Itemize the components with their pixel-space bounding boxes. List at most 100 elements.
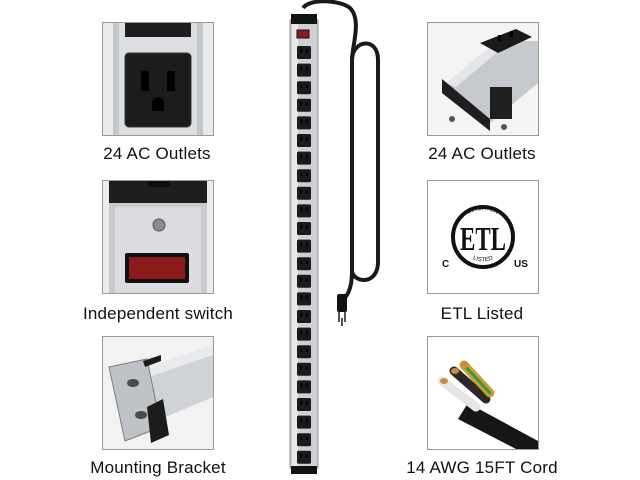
outlet-slot: [300, 101, 303, 106]
outlet-slot: [300, 66, 303, 71]
outlet-slot: [306, 436, 308, 441]
bracket-image: [103, 337, 213, 449]
strip-outlet-icon: [297, 415, 311, 429]
strip-outlet-icon: [297, 433, 311, 447]
etl-bottom-text: LISTED: [472, 255, 494, 263]
power-cord-loop: [350, 41, 380, 282]
cord-panel: [427, 336, 539, 450]
caption-outlets-right: 24 AC Outlets: [428, 144, 536, 163]
etl-right-text: US: [514, 259, 528, 270]
caption-outlets-left: 24 AC Outlets: [103, 144, 211, 163]
strip-switch-icon: [296, 29, 310, 39]
strip-outlet-icon: [297, 310, 311, 323]
outlet-slot: [306, 383, 308, 388]
outlet-slot: [306, 330, 308, 335]
outlet-slot: [306, 101, 308, 106]
outlet-slot: [306, 207, 308, 212]
strip-outlet-icon: [297, 292, 311, 306]
outlet-slot: [300, 313, 303, 317]
strip-outlet-icon: [297, 134, 311, 147]
strip-outlet-icon: [297, 327, 311, 341]
switch-image: [103, 181, 213, 293]
outlet-slot: [300, 137, 303, 141]
etl-left-text: C: [442, 259, 449, 270]
strip-outlet-icon: [297, 169, 311, 183]
outlet-slot: [306, 453, 308, 458]
etl-top-text: INTERTEK: [467, 206, 499, 216]
outlet-slot: [300, 84, 303, 89]
outlet-slot: [306, 295, 308, 300]
outlet-slot: [306, 225, 308, 229]
strip-outlet-icon: [297, 239, 311, 253]
outlet-slot: [300, 49, 303, 53]
outlet-slot: [306, 84, 308, 89]
red-switch-icon: [129, 257, 185, 279]
endcap-image: [428, 23, 538, 135]
outlet-slot: [306, 277, 308, 282]
outlet-slot: [306, 172, 308, 177]
upper-outlet-edge: [125, 23, 191, 37]
strip-outlet-icon: [297, 398, 311, 411]
outlet-slot: [300, 207, 303, 212]
outlet-slot: [300, 189, 303, 194]
outlet-slot: [306, 137, 308, 141]
strip-outlet-icon: [297, 81, 311, 95]
outlet-slot: [300, 418, 303, 423]
outlet-slot: [306, 66, 308, 71]
etl-panel: INTERTEK LISTED ETL C US: [427, 180, 539, 294]
strip-bottom-cap: [291, 466, 317, 474]
strip-outlet-icon: [297, 46, 311, 59]
outlet-slot: [300, 330, 303, 335]
outlet-slot: [300, 172, 303, 177]
caption-switch: Independent switch: [82, 304, 234, 323]
outlet-slot: [300, 154, 303, 159]
strip-outlet-icon: [297, 222, 311, 235]
strip-outlet-icon: [297, 151, 311, 165]
outlet-column: [297, 46, 311, 464]
power-cord: [301, 0, 358, 308]
outlet-slot: [306, 348, 308, 353]
strip-outlet-icon: [297, 98, 311, 112]
end-cap: [442, 79, 490, 131]
outlet-slot: [306, 260, 308, 265]
strip-outlet-icon: [297, 186, 311, 200]
outlet-slot: [300, 383, 303, 388]
outlet-slot: [306, 154, 308, 159]
cord-image: [428, 337, 538, 449]
strip-outlet-icon: [297, 345, 311, 359]
strip-outlet-icon: [297, 257, 311, 271]
outlet-slot: [300, 277, 303, 282]
outlet-top: [480, 29, 532, 53]
outlet-slot: [306, 401, 308, 405]
strip-top-cap: [291, 14, 317, 24]
strip-outlet-icon: [297, 362, 311, 376]
screw-icon: [152, 218, 166, 232]
outlet-slot: [306, 242, 308, 247]
caption-etl: ETL Listed: [440, 304, 524, 323]
strip-outlet-icon: [297, 116, 311, 130]
outlet-slot: [300, 365, 303, 370]
outlet-slot: [300, 453, 303, 458]
outlet-slot: [306, 365, 308, 370]
outlet-slot: [306, 313, 308, 317]
caption-bracket: Mounting Bracket: [90, 458, 226, 477]
caption-cord: 14 AWG 15FT Cord: [406, 458, 558, 477]
etl-mark: ETL: [460, 221, 506, 258]
strip-outlet-icon: [297, 380, 311, 394]
outlet-slot: [300, 348, 303, 353]
outlet-slot: [300, 225, 303, 229]
switch-panel: [102, 180, 214, 294]
strip-outlet-icon: [297, 63, 311, 77]
strip-outlet-icon: [297, 274, 311, 288]
outlet-slot: [300, 242, 303, 247]
strip-outlet-icon: [297, 204, 311, 218]
outlet-slot: [300, 260, 303, 265]
outlet-slot: [300, 295, 303, 300]
outlet-slot: [306, 189, 308, 194]
outlet-slot: [300, 119, 303, 124]
outlet-closeup-panel: [102, 22, 214, 136]
outlet-closeup-image: [103, 23, 213, 135]
outlet-slot: [300, 436, 303, 441]
bracket-panel: [102, 336, 214, 450]
